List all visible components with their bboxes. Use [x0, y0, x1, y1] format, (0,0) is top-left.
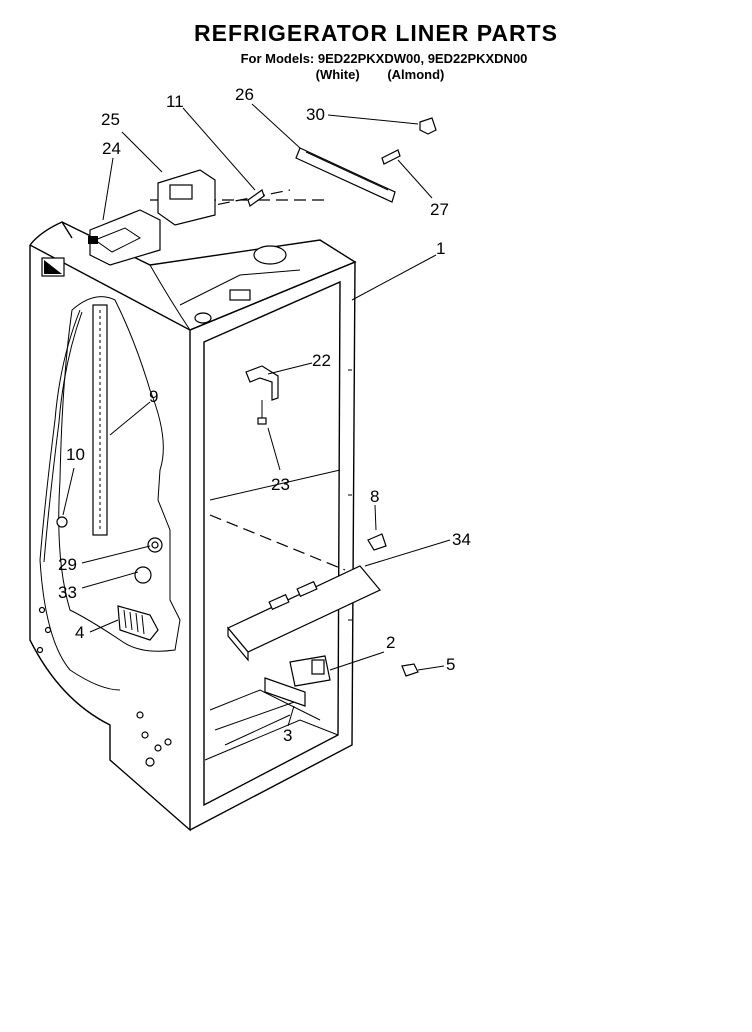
part-24-control-housing	[88, 209, 161, 266]
variant-almond: (Almond)	[387, 67, 445, 82]
part-4-light-shield	[117, 605, 159, 641]
liner-shell	[29, 189, 357, 832]
part-10-screw	[56, 516, 68, 528]
variants-line: (White) (Almond)	[4, 67, 752, 82]
variant-white: (White)	[315, 67, 360, 82]
callout-4: 4	[75, 623, 84, 642]
part-34-shelf-support	[227, 565, 381, 662]
callout-25: 25	[101, 110, 120, 129]
callout-30: 30	[306, 105, 325, 124]
part-23-screw	[257, 400, 267, 425]
callout-27: 27	[430, 200, 449, 219]
part-30-clip	[419, 117, 437, 135]
callout-1: 1	[436, 239, 445, 258]
part-27-screw	[381, 149, 401, 165]
callout-26: 26	[235, 85, 254, 104]
part-2-bracket	[289, 655, 331, 687]
part-29-socket	[147, 537, 163, 553]
callout-22: 22	[312, 351, 331, 370]
callout-5: 5	[446, 655, 455, 674]
part-26-rail	[295, 147, 396, 203]
part-22-bracket	[245, 365, 279, 401]
callout-3: 3	[283, 726, 292, 745]
part-25-control-bracket	[157, 169, 216, 226]
models-line: For Models: 9ED22PKXDW00, 9ED22PKXDN00	[240, 51, 528, 66]
part-33-bulb	[134, 566, 152, 584]
part-8-clip	[367, 533, 387, 551]
callout-33: 33	[58, 583, 77, 602]
callout-23: 23	[271, 475, 290, 494]
part-3-bracket	[264, 677, 306, 707]
callout-11: 11	[166, 92, 184, 111]
diagram-title: REFRIGERATOR LINER PARTS	[194, 20, 558, 46]
callout-34: 34	[452, 530, 471, 549]
callout-9: 9	[149, 387, 158, 406]
leader-lines	[62, 103, 451, 727]
callout-labels: 1 2 3 4 5 8 9 10 11 22 23 24 25 26 27 29…	[58, 85, 471, 745]
part-5-nut	[401, 663, 419, 677]
callout-2: 2	[386, 633, 395, 652]
callout-10: 10	[66, 445, 85, 464]
callout-24: 24	[102, 139, 121, 158]
callout-8: 8	[370, 487, 379, 506]
callout-29: 29	[58, 555, 77, 574]
part-11-screw	[247, 189, 265, 207]
part-9-light-channel	[92, 304, 108, 536]
